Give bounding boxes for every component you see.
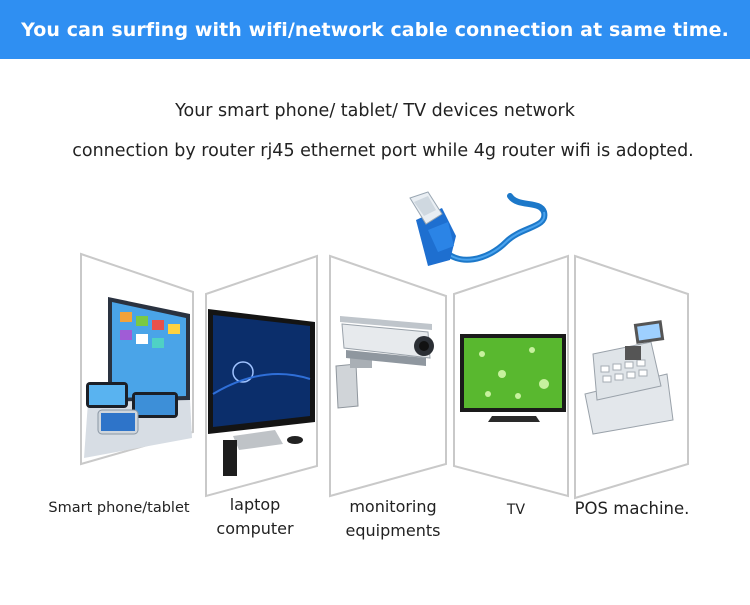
panel-monitoring xyxy=(329,254,447,498)
label-smart-phone-tablet: Smart phone/tablet xyxy=(48,500,190,516)
label-laptop-line2: computer xyxy=(216,519,294,538)
top-banner: You can surfing with wifi/network cable … xyxy=(0,0,750,59)
ethernet-cable-icon xyxy=(409,191,548,266)
banner-title: You can surfing with wifi/network cable … xyxy=(21,18,729,41)
label-laptop-line1: laptop xyxy=(229,495,281,514)
description-line-1: Your smart phone/ tablet/ TV devices net… xyxy=(175,101,575,121)
panel-phone-tablet xyxy=(80,252,194,466)
tv-icon xyxy=(460,334,566,422)
description-line-2: connection by router rj45 ethernet port … xyxy=(72,141,694,161)
panel-tv xyxy=(453,254,569,498)
label-laptop-computer: laptop computer xyxy=(205,493,305,541)
label-pos-machine: POS machine. xyxy=(574,499,690,518)
panel-pos xyxy=(574,254,689,500)
laptop-icon xyxy=(208,309,315,476)
label-monitoring-line1: monitoring xyxy=(349,497,437,516)
security-camera-icon xyxy=(335,316,434,409)
label-monitoring-line2: equipments xyxy=(345,521,441,540)
panel-laptop xyxy=(205,254,318,498)
phone-tablet-icon xyxy=(84,297,192,458)
pos-machine-icon xyxy=(584,320,674,435)
label-monitoring-equipments: monitoring equipments xyxy=(338,495,448,543)
label-tv: TV xyxy=(506,502,526,518)
